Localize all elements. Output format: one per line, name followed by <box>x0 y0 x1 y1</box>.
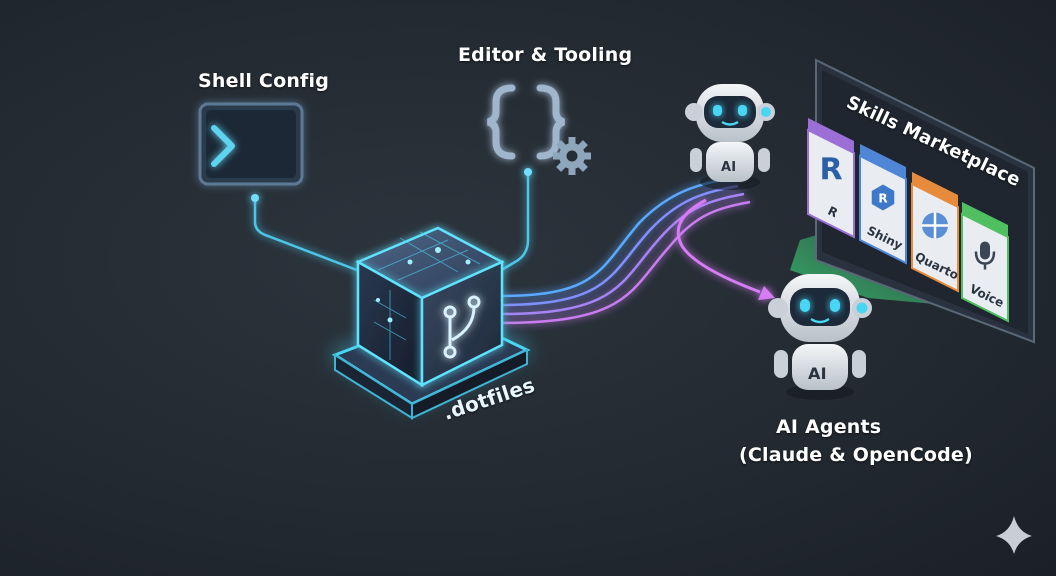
ai-agents-label-line2: (Claude & OpenCode) <box>739 444 973 466</box>
shell-config-label: Shell Config <box>198 70 330 92</box>
skill-card-quarto: Quarto <box>911 172 961 293</box>
code-braces-icon <box>486 84 566 160</box>
r-logo-icon: R <box>819 153 842 188</box>
robot-agent-top <box>685 84 775 190</box>
robot-agent-bottom <box>768 274 872 400</box>
editor-tooling-label: Editor & Tooling <box>458 44 633 66</box>
shiny-logo-letter: R <box>878 192 887 206</box>
gear-icon <box>553 137 591 175</box>
robot-top-badge: AI <box>721 160 737 175</box>
dotfiles-cube <box>331 226 531 420</box>
ai-agents-label-line1: AI Agents <box>776 416 882 438</box>
connector-agent-to-agent <box>676 198 775 300</box>
terminal-icon <box>198 102 304 186</box>
git-branch-icon <box>443 295 481 359</box>
sparkle-icon <box>996 516 1032 554</box>
connector-cube-to-agent-top <box>499 176 751 325</box>
robot-bottom-badge: AI <box>808 364 827 383</box>
shiny-hex-icon <box>871 184 895 211</box>
skill-card-r: RR <box>807 118 855 239</box>
connector-shell-to-cube <box>251 194 363 274</box>
skill-card-voice: Voice <box>961 202 1009 323</box>
microphone-icon <box>974 241 996 270</box>
connector-editor-to-cube <box>497 168 532 274</box>
